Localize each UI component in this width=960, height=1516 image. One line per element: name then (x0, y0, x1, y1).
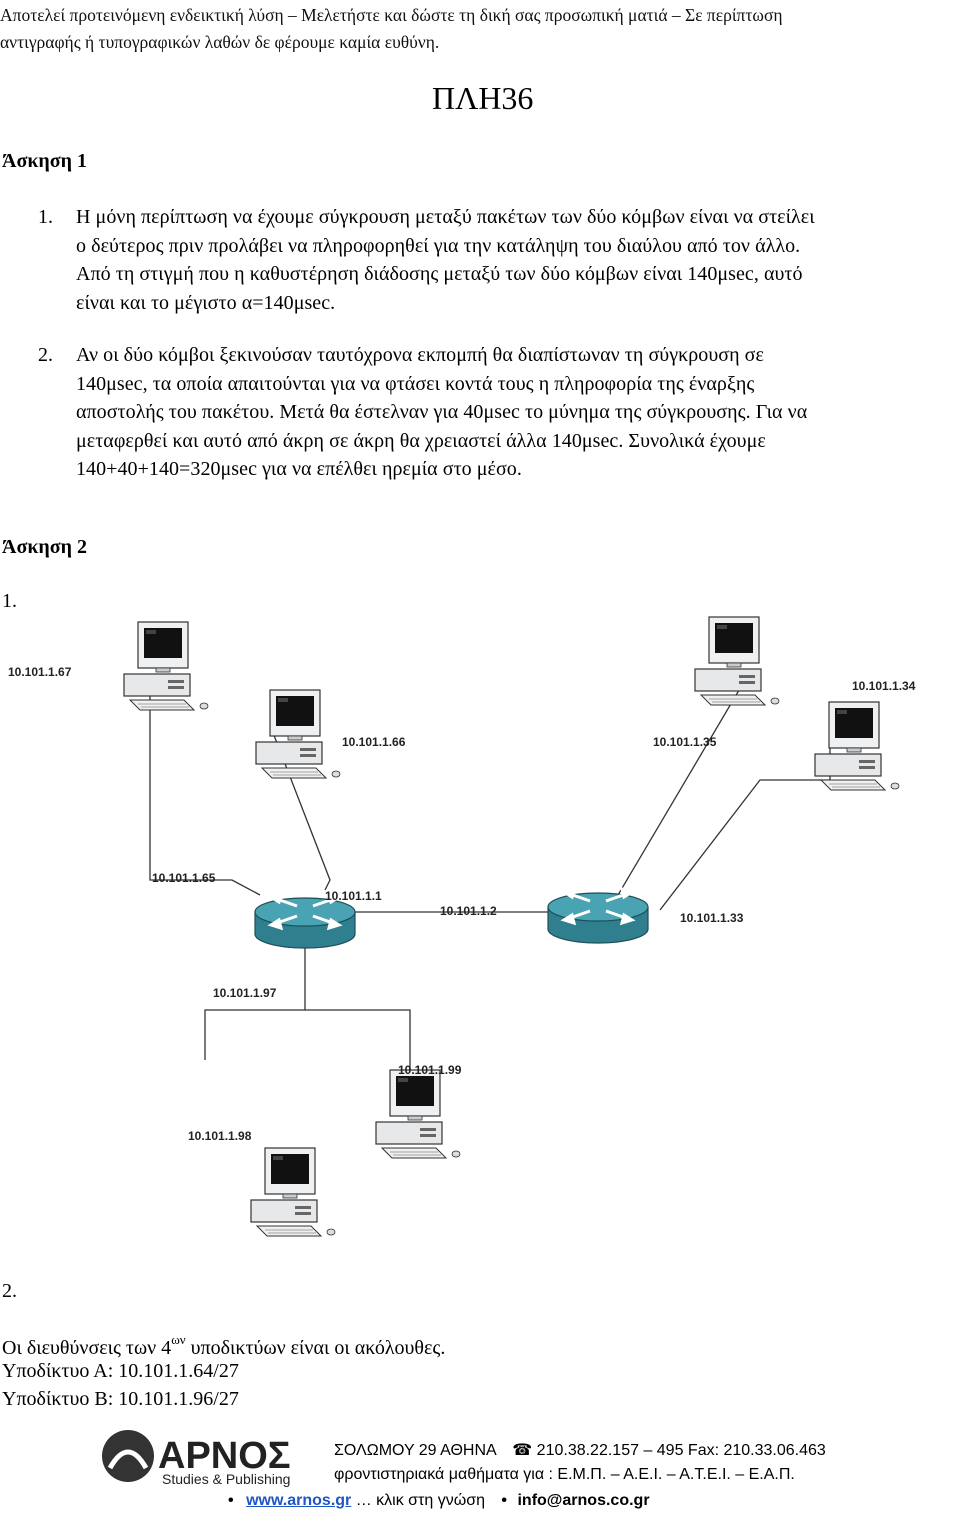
ip-label: 10.101.1.34 (852, 679, 916, 693)
ip-label: 10.101.1.2 (440, 904, 497, 918)
item-line: αποστολής του πακέτου. Μετά θα έστελναν … (76, 401, 808, 423)
pc-icon (123, 621, 209, 711)
subnet-b: Υποδίκτυο Β: 10.101.1.96/27 (2, 1388, 239, 1410)
item-line: ο δεύτερος πριν προλάβει να πληροφορηθεί… (76, 234, 801, 257)
pc-icon (250, 1147, 336, 1237)
logo-sub: Studies & Publishing (162, 1471, 290, 1487)
item-number: 2. (38, 344, 54, 366)
logo-text: ΑΡΝΟΣ (158, 1435, 291, 1477)
phone-icon: ☎ (512, 1442, 533, 1459)
subnets-intro-end: υποδικτύων είναι οι ακόλουθες. (185, 1337, 446, 1359)
disclaimer-line-2: αντιγραφής ή τυπογραφικών λαθών δε φέρου… (0, 32, 440, 52)
disclaimer: Αποτελεί προτεινόμενη ενδεικτική λύση – … (0, 2, 960, 56)
bullet-icon: • (501, 1492, 508, 1509)
exercise-1-item-2: 2. Αν οι δύο κόμβοι ξεκινούσαν ταυτόχρον… (38, 341, 958, 491)
ip-label: 10.101.1.65 (152, 871, 216, 885)
pc-icon (814, 701, 900, 791)
subnets-intro-start: Οι διευθύνσεις των 4 (2, 1337, 172, 1359)
exercise-1-item-1: 1. Η μόνη περίπτωση να έχουμε σύγκρουση … (38, 203, 958, 323)
pc-icon (375, 1069, 461, 1159)
item-line: Από τη στιγμή που η καθυστέρηση διάδοσης… (76, 263, 803, 285)
email-link[interactable]: info@arnos.co.gr (517, 1492, 650, 1509)
arnos-logo: ΑΡΝΟΣ Studies & Publishing (102, 1430, 291, 1487)
item-line: 140μsec, τα οποία απαιτούνται για να φτά… (76, 372, 755, 395)
ip-label: 10.101.1.66 (342, 735, 406, 749)
footer-tagline: φροντιστηριακά μαθήματα για : Ε.Μ.Π. – Α… (334, 1466, 795, 1483)
exercise-1-title: Άσκηση 1 (2, 150, 88, 172)
footer-contact: ΣΟΛΩΜΟΥ 29 ΑΘΗΝΑ ☎ 210.38.22.157 – 495 F… (334, 1440, 826, 1460)
pc-icon (255, 689, 341, 779)
part-1-label: 1. (2, 590, 17, 612)
footer-slogan: … κλικ στη γνώση (355, 1492, 485, 1509)
item-line: Αν οι δύο κόμβοι ξεκινούσαν ταυτόχρονα ε… (76, 344, 764, 366)
footer-phone: 210.38.22.157 – 495 Fax: 210.33.06.463 (536, 1442, 826, 1459)
item-line: είναι και το μέγιστο α=140μsec. (76, 291, 336, 314)
item-line: Η μόνη περίπτωση να έχουμε σύγκρουση μετ… (76, 206, 815, 228)
pc-icon (694, 616, 780, 706)
ip-label: 10.101.1.97 (213, 986, 277, 1000)
ip-label: 10.101.1.1 (325, 889, 382, 903)
item-number: 1. (38, 206, 54, 228)
website-link[interactable]: www.arnos.gr (246, 1492, 352, 1509)
bullet-icon: • (228, 1492, 234, 1509)
ip-label: 10.101.1.99 (398, 1063, 462, 1077)
subnets-intro: Οι διευθύνσεις των 4ων υποδικτύων είναι … (2, 1332, 445, 1360)
disclaimer-line-1: Αποτελεί προτεινόμενη ενδεικτική λύση – … (0, 5, 783, 25)
item-line: 140+40+140=320μsec για να επέλθει ηρεμία… (76, 458, 522, 480)
exercise-2-title: Άσκηση 2 (2, 536, 88, 558)
ip-label: 10.101.1.98 (188, 1129, 252, 1143)
footer-address: ΣΟΛΩΜΟΥ 29 ΑΘΗΝΑ (334, 1442, 496, 1459)
footer-links: • www.arnos.gr … κλικ στη γνώση • info@a… (228, 1492, 650, 1510)
router-icon (546, 887, 650, 945)
network-diagram: 10.101.1.67 10.101.1.66 10.101.1.65 10.1… (8, 616, 916, 1237)
course-code: ΠΛΗ36 (432, 80, 534, 116)
ip-label: 10.101.1.67 (8, 665, 72, 679)
ip-label: 10.101.1.35 (653, 735, 717, 749)
subnet-a: Υποδίκτυο Α: 10.101.1.64/27 (2, 1360, 239, 1382)
ip-label: 10.101.1.33 (680, 911, 744, 925)
item-line: μεταφερθεί και αυτό από άκρη σε άκρη θα … (76, 429, 766, 452)
part-2-label: 2. (2, 1280, 17, 1302)
subnets-intro-sup: ων (171, 1332, 186, 1347)
